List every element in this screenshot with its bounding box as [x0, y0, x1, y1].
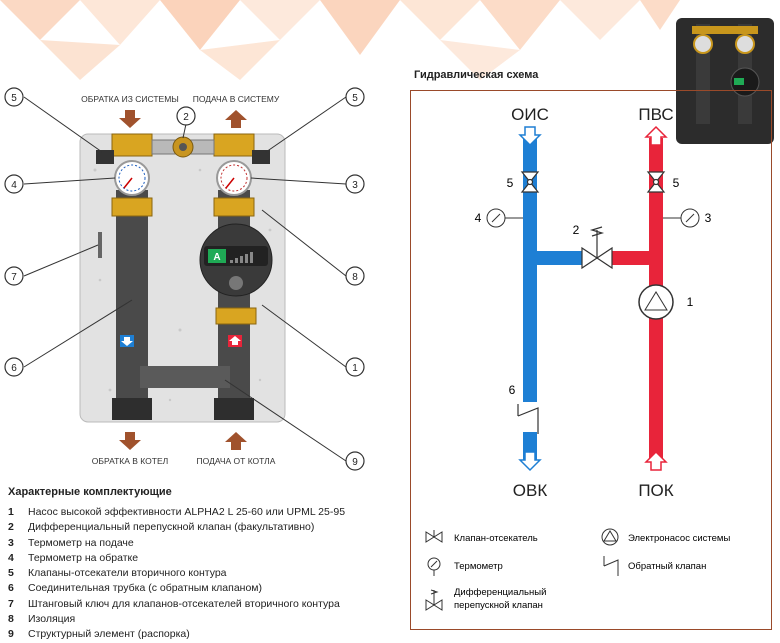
parts-item-text: Насос высокой эффективности ALPHA2 L 25-… [28, 506, 346, 518]
check-valve [517, 404, 539, 434]
callout-7 [4, 266, 24, 286]
parts-list-item: 4 Термометр на обратке [8, 551, 345, 566]
svg-text:8: 8 [352, 272, 358, 283]
parts-list-item: 3 Термометр на подаче [8, 536, 345, 551]
parts-item-number: 9 [8, 628, 14, 641]
arrow-up-pvs [644, 125, 668, 146]
parts-item-text: Термометр на обратке [28, 551, 139, 564]
label-ovk: ОВК [513, 481, 548, 500]
parts-item-text: Изоляция [28, 613, 76, 626]
parts-item-text: Соединительная трубка (с обратным клапан… [28, 582, 263, 595]
callout-6 [4, 357, 24, 377]
parts-item-text: Клапаны-отсекатели вторичного контура [28, 567, 227, 580]
legend-shutoff-valve: Клапан-отсекатель [454, 533, 538, 544]
svg-text:3: 3 [705, 211, 712, 225]
arrow-down-return [119, 110, 141, 128]
legend-bypass-valve-2: перепускной клапан [454, 600, 543, 611]
arrow-down-ovk [518, 451, 542, 472]
arrow-down-ois [518, 126, 542, 147]
svg-text:6: 6 [11, 363, 17, 374]
parts-list-item: 2 Дифференциальный перепускной клапан (фа… [8, 520, 345, 535]
label-pok: ПОК [638, 481, 673, 500]
svg-text:2: 2 [573, 223, 580, 237]
svg-text:1: 1 [687, 295, 694, 309]
parts-list-item: 9 Структурный элемент (распорка) [8, 627, 345, 642]
wrench-tool [98, 232, 102, 258]
hot-pipe [606, 138, 663, 265]
svg-text:1: 1 [352, 363, 358, 374]
callout-2 [176, 106, 196, 126]
parts-item-number: 6 [8, 582, 14, 595]
parts-item-number: 3 [8, 536, 14, 549]
label-ois: ОИС [511, 105, 549, 124]
svg-text:6: 6 [509, 383, 516, 397]
svg-text:4: 4 [11, 180, 17, 191]
pump-group-drawing: ОБРАТКА ИЗ СИСТЕМЫ ПОДАЧА В СИСТЕМУ A [4, 87, 365, 471]
cold-pipe [523, 138, 588, 265]
parts-item-number: 1 [8, 506, 14, 518]
parts-item-text: Термометр на подаче [28, 536, 134, 549]
arrow-up-supply [225, 110, 247, 128]
callout-4 [4, 174, 24, 194]
callout-5-left [4, 87, 24, 107]
label-return-to-boiler: ОБРАТКА В КОТЕЛ [92, 456, 168, 466]
callout-8 [345, 266, 365, 286]
scheme-frame [410, 90, 772, 630]
legend-thermometer-icon [427, 557, 441, 576]
parts-item-number: 7 [8, 597, 14, 610]
parts-list-item: 6 Соединительная трубка (с обратным клапа… [8, 581, 345, 596]
legend-thermometer: Термометр [454, 561, 503, 572]
parts-list-item: 1 Насос высокой эффективности ALPHA2 L 25… [8, 505, 345, 520]
decorative-header-pattern [0, 0, 680, 80]
legend-system-pump: Электронасос системы [628, 533, 730, 544]
legend-check-valve: Обратный клапан [628, 561, 706, 572]
svg-text:5: 5 [673, 176, 680, 190]
parts-item-text: Структурный элемент (распорка) [28, 628, 190, 641]
svg-text:5: 5 [352, 93, 358, 104]
parts-item-text: Дифференциальный перепускной клапан (фак… [28, 521, 315, 534]
shutoff-valve-left [520, 171, 540, 193]
parts-list-item: 8 Изоляция [8, 612, 345, 627]
arrow-up-pok [644, 450, 668, 471]
arrow-up-supply-boiler [225, 432, 247, 450]
svg-text:5: 5 [11, 93, 17, 104]
parts-item-text: Штанговый ключ для клапанов-отсекателей … [28, 597, 340, 610]
callout-5-right [345, 87, 365, 107]
callout-3 [345, 174, 365, 194]
svg-text:7: 7 [11, 272, 17, 283]
connecting-tube [140, 366, 230, 388]
label-supply-from-boiler: ПОДАЧА ОТ КОТЛА [197, 456, 276, 466]
svg-text:4: 4 [475, 211, 482, 225]
arrow-down-return-boiler [119, 432, 141, 450]
label-return-from-system: ОБРАТКА ИЗ СИСТЕМЫ [81, 94, 179, 104]
parts-list: 1 Насос высокой эффективности ALPHA2 L 25… [8, 505, 345, 643]
pump-energy-badge: A [213, 252, 220, 263]
bypass-valve [581, 226, 613, 270]
hydraulic-scheme: ОИС ПВС 5 5 4 3 2 1 6 ОВК ПОК К [425, 105, 730, 611]
parts-title: Характерные комплектующие [8, 486, 172, 498]
shutoff-valve-right [646, 171, 666, 193]
svg-text:9: 9 [352, 457, 358, 468]
svg-text:3: 3 [352, 180, 358, 191]
scheme-title: Гидравлическая схема [414, 69, 539, 81]
parts-list-item: 5 Клапаны-отсекатели вторичного контура [8, 566, 345, 581]
legend-bypass-valve-1: Дифференциальный [454, 587, 546, 598]
parts-item-number: 5 [8, 567, 14, 580]
legend-bypass-valve-icon [425, 589, 443, 611]
svg-text:5: 5 [507, 176, 514, 190]
legend-shutoff-valve-icon [425, 530, 443, 543]
svg-text:2: 2 [183, 112, 189, 123]
callout-9 [345, 451, 365, 471]
legend-check-valve-icon [603, 556, 619, 576]
parts-item-number: 4 [8, 551, 14, 564]
parts-item-number: 2 [8, 521, 14, 534]
label-pvs: ПВС [638, 105, 673, 124]
legend-pump-icon [601, 528, 619, 546]
label-supply-to-system: ПОДАЧА В СИСТЕМУ [193, 94, 280, 104]
parts-item-number: 8 [8, 613, 14, 626]
product-photo [676, 18, 774, 144]
callout-1 [345, 357, 365, 377]
parts-list-item: 7 Штанговый ключ для клапанов-отсекателей… [8, 597, 345, 612]
